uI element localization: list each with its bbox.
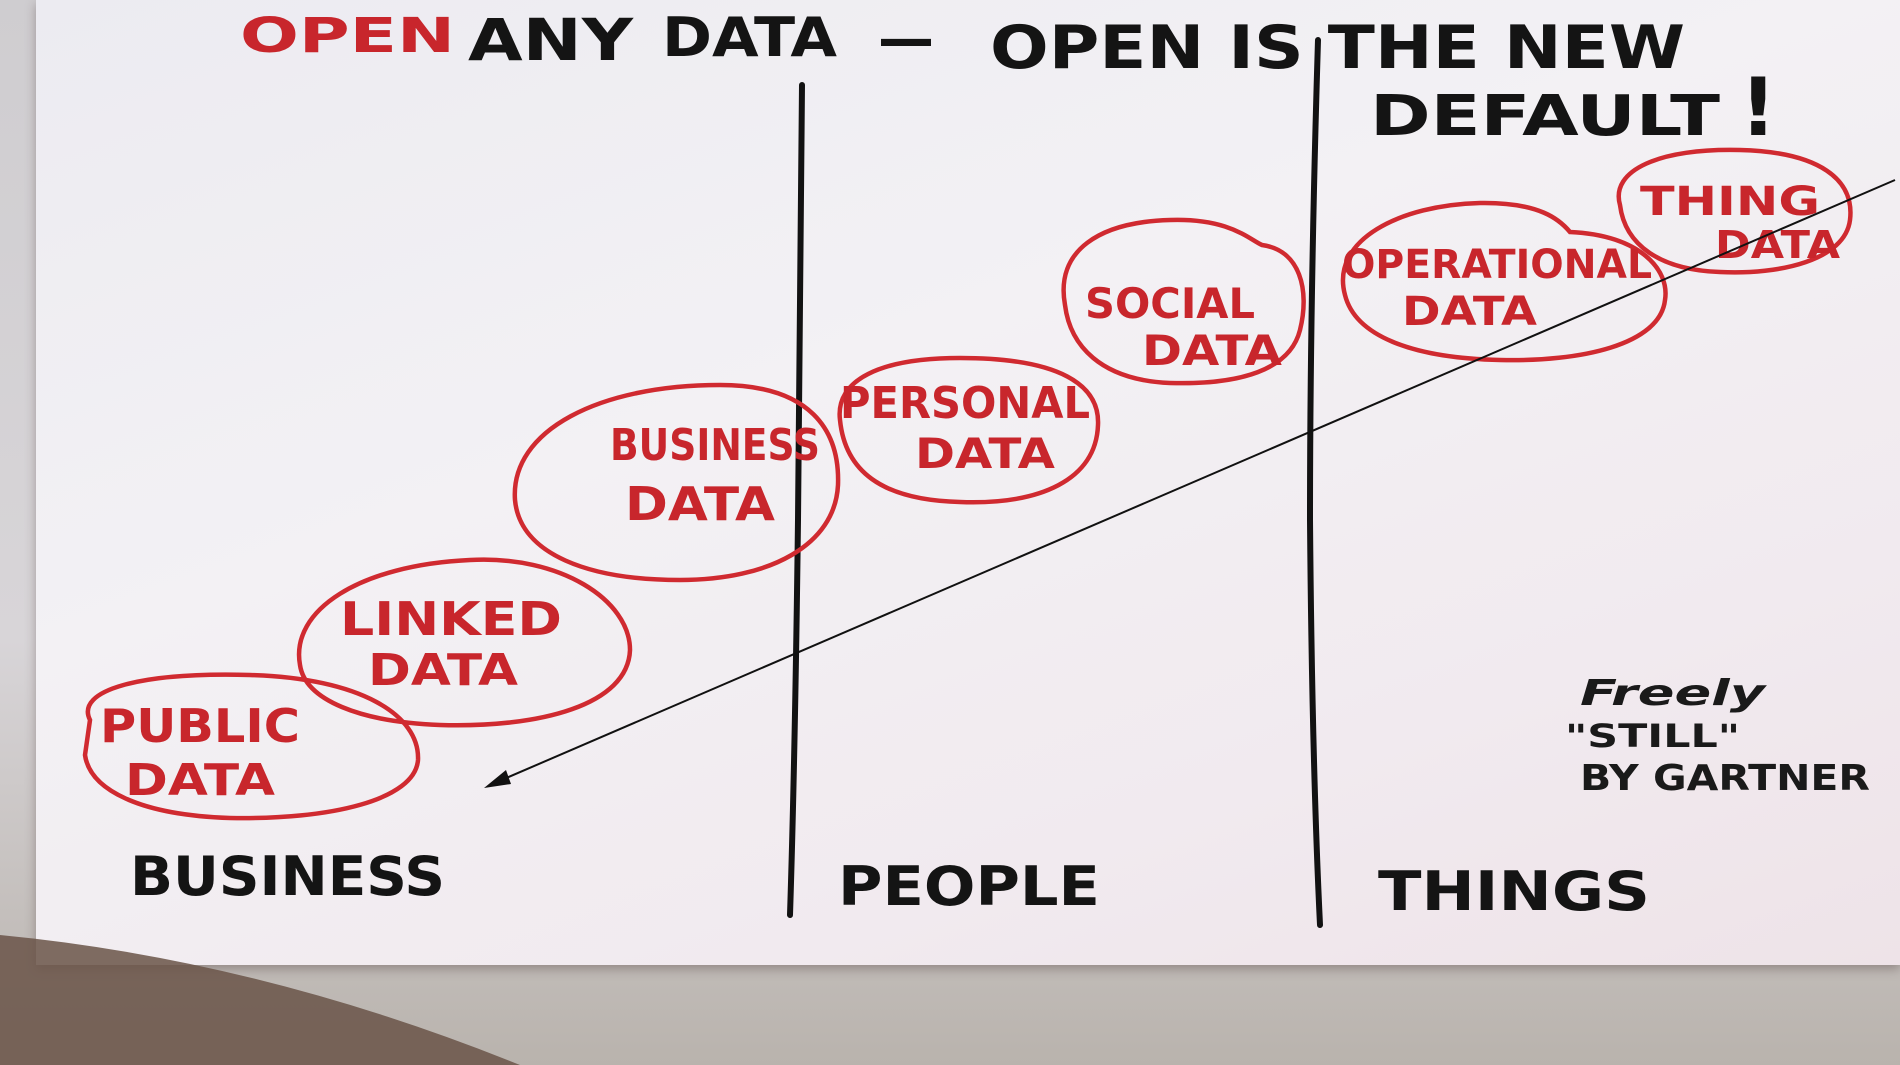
arrow-line xyxy=(489,179,1896,786)
column-label-business: BUSINESS xyxy=(130,845,445,908)
bubble-thing-data: THING DATA xyxy=(1616,147,1853,275)
bubble-line2: DATA xyxy=(368,645,518,696)
bubble-operational-data: OPERATIONAL DATA xyxy=(1340,200,1668,363)
title-exclamation: ! xyxy=(1740,61,1776,154)
bubble-social-data: SOCIAL DATA xyxy=(1061,217,1306,386)
title-dash: — xyxy=(878,7,934,72)
bubble-outline xyxy=(1340,200,1668,363)
bubble-personal-data: PERSONAL DATA xyxy=(837,355,1101,505)
bubble-outline xyxy=(296,557,633,728)
column-label-people: PEOPLE xyxy=(838,855,1100,918)
title-data: DATA xyxy=(662,6,837,69)
column-label-things: THINGS xyxy=(1378,860,1650,923)
trend-arrow xyxy=(484,179,1896,788)
bubble-line1: OPERATIONAL xyxy=(1342,242,1652,288)
title-open-red: OPEN xyxy=(240,8,455,64)
title-default: DEFAULT xyxy=(1370,84,1720,149)
divider-business-people xyxy=(787,82,805,918)
bubble-line1: BUSINESS xyxy=(610,420,820,471)
bubble-line2: DATA xyxy=(125,755,275,806)
bubble-linked-data: LINKED DATA xyxy=(296,557,633,728)
bubble-outline xyxy=(837,355,1101,505)
bubble-outline xyxy=(512,382,841,583)
bubble-line2: DATA xyxy=(1142,326,1283,375)
divider-people-things xyxy=(1306,37,1323,928)
bubble-line2: DATA xyxy=(625,477,775,531)
bubble-outline xyxy=(82,672,421,821)
bubble-line1: SOCIAL xyxy=(1085,279,1255,328)
bubble-business-data: BUSINESS DATA xyxy=(512,382,841,583)
bubble-outline xyxy=(1061,217,1306,386)
credit-note: Freely "STILL" BY GARTNER xyxy=(1565,673,1870,799)
arrow-head xyxy=(484,770,511,788)
bubble-line1: LINKED xyxy=(340,592,562,646)
bubble-outline xyxy=(1616,147,1853,275)
title: OPEN ANY DATA — OPEN IS THE NEW DEFAULT … xyxy=(240,6,1776,154)
credit-line3: BY GARTNER xyxy=(1580,758,1870,799)
bubble-public-data: PUBLIC DATA xyxy=(82,672,421,821)
bubble-line1: PUBLIC xyxy=(100,699,300,753)
desk-shadow xyxy=(0,935,520,1065)
bubble-line2: DATA xyxy=(915,429,1056,478)
credit-line1: Freely xyxy=(1580,673,1767,714)
bubble-line1: PERSONAL xyxy=(840,378,1090,429)
whiteboard-card xyxy=(36,0,1900,965)
bubble-line2: DATA xyxy=(1402,289,1537,335)
bubble-line1: THING xyxy=(1640,179,1820,225)
title-any: ANY xyxy=(468,6,634,74)
title-open-is-the-new: OPEN IS THE NEW xyxy=(990,13,1685,83)
credit-line2: "STILL" xyxy=(1565,717,1740,755)
